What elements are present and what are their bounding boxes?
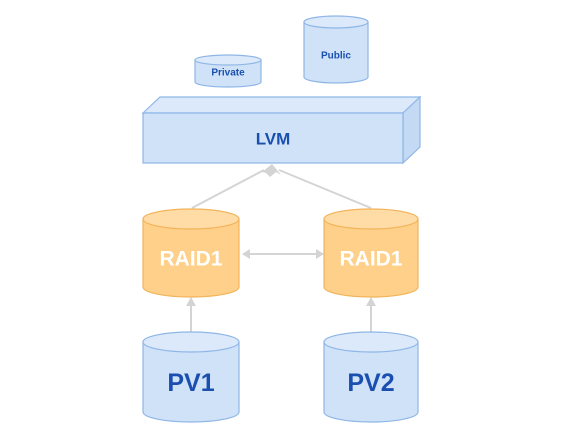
raid-left-cylinder: RAID1: [142, 208, 240, 298]
arrowhead-mirror-left: [242, 249, 250, 259]
arrowhead-mirror-right: [316, 249, 324, 259]
arrowhead-pv1: [186, 297, 196, 306]
raid-right-cylinder: RAID1: [323, 208, 419, 298]
lvm-box: LVM: [141, 95, 422, 165]
pv2-cylinder: PV2: [323, 331, 419, 423]
raid-right-label: RAID1: [339, 248, 402, 271]
arrowhead-lvm: [262, 164, 281, 177]
raid-left-label: RAID1: [159, 248, 222, 271]
connector-arrows: [186, 164, 376, 332]
lvm-label: LVM: [256, 130, 291, 149]
arrow-raid-right-to-lvm: [278, 169, 372, 209]
arrow-raid-left-to-lvm: [191, 169, 265, 209]
private-volume-label: Private: [211, 68, 245, 79]
pv2-label: PV2: [347, 369, 394, 397]
pv1-label: PV1: [167, 369, 214, 397]
private-volume-cylinder: Private: [194, 54, 262, 88]
arrowhead-pv2: [366, 297, 376, 306]
public-volume-label: Public: [321, 51, 351, 62]
pv1-cylinder: PV1: [142, 331, 240, 423]
public-volume-cylinder: Public: [303, 15, 369, 84]
